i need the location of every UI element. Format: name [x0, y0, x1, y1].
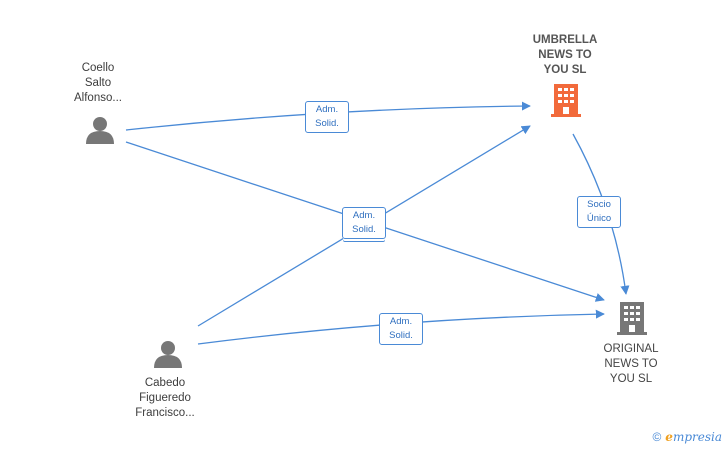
person-label-coello[interactable]: Coello Salto Alfonso... — [74, 62, 122, 104]
copyright-brand: © empresia — [652, 430, 722, 444]
edge-label-adm-solid: Adm. Solid. — [379, 313, 423, 345]
building-icon — [551, 84, 581, 117]
copyright-icon: © — [652, 430, 662, 444]
company-label-umbrella[interactable]: UMBRELLA NEWS TO YOU SL — [532, 34, 598, 76]
empresia-logo: empresia — [665, 430, 722, 444]
building-icon — [617, 302, 647, 335]
edge-label-adm-solid: Adm. Solid. — [305, 101, 349, 133]
person-icon — [86, 117, 114, 144]
company-label-original[interactable]: ORIGINAL NEWS TO YOU SL — [603, 343, 659, 385]
edge-label-socio-unico: Socio Único — [577, 196, 621, 228]
person-label-cabedo[interactable]: Cabedo Figueredo Francisco... — [135, 377, 195, 419]
edge-label-adm-solid: Adm. Solid. — [342, 207, 386, 239]
person-icon — [154, 341, 182, 368]
